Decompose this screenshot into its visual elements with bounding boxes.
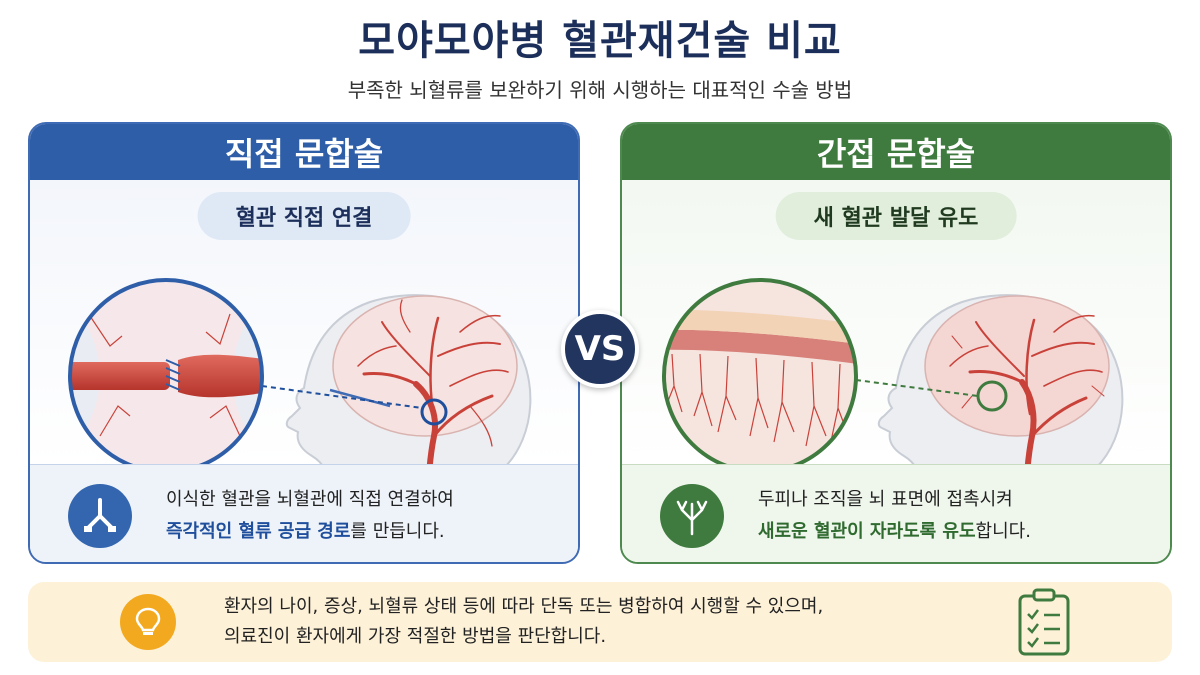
indirect-anastomosis-panel: 간접 문합술	[620, 122, 1172, 564]
panel-tag: 새 혈관 발달 유도	[775, 192, 1017, 240]
vs-badge: VS	[561, 310, 639, 388]
panel-title: 직접 문합술	[30, 124, 578, 180]
vessel-connection-icon	[68, 483, 132, 548]
description-text: 두피나 조직을 뇌 표면에 접촉시켜 새로운 혈관이 자라도록 유도합니다.	[758, 484, 1031, 548]
description-line1: 두피나 조직을 뇌 표면에 접촉시켜	[758, 488, 1013, 510]
contact-site-marker	[976, 380, 1008, 412]
checklist-icon	[1018, 588, 1070, 656]
description-highlight: 즉각적인 혈류 공급 경로	[166, 520, 351, 542]
head-silhouette	[877, 294, 1124, 507]
indirect-anastomosis-illustration	[662, 278, 1124, 509]
lightbulb-icon	[120, 594, 176, 650]
head-silhouette	[285, 294, 532, 507]
note-text: 환자의 나이, 증상, 뇌혈류 상태 등에 따라 단독 또는 병합하여 시행할 …	[224, 592, 823, 652]
panel-description: 이식한 혈관을 뇌혈관에 직접 연결하여 즉각적인 혈류 공급 경로를 만듭니다…	[30, 464, 578, 562]
panel-body: 새 혈관 발달 유도	[622, 180, 1170, 509]
description-text: 이식한 혈관을 뇌혈관에 직접 연결하여 즉각적인 혈류 공급 경로를 만듭니다…	[166, 484, 454, 548]
magnified-tissue	[664, 280, 856, 472]
graft-vessel	[329, 388, 391, 408]
direct-anastomosis-illustration	[68, 278, 532, 509]
page-title: 모야모야병 혈관재건술 비교	[358, 18, 842, 64]
page-subtitle: 부족한 뇌혈류를 보완하기 위해 시행하는 대표적인 수술 방법	[347, 78, 853, 102]
note-banner: 환자의 나이, 증상, 뇌혈류 상태 등에 따라 단독 또는 병합하여 시행할 …	[28, 582, 1172, 662]
magnified-anastomosis	[70, 280, 262, 472]
note-line1: 환자의 나이, 증상, 뇌혈류 상태 등에 따라 단독 또는 병합하여 시행할 …	[224, 596, 824, 617]
description-highlight: 새로운 혈관이 자라도록 유도	[758, 520, 976, 542]
panel-tag: 혈관 직접 연결	[197, 192, 411, 240]
panel-description: 두피나 조직을 뇌 표면에 접촉시켜 새로운 혈관이 자라도록 유도합니다.	[622, 464, 1170, 562]
tree-vessel-icon	[660, 483, 724, 548]
description-line1: 이식한 혈관을 뇌혈관에 직접 연결하여	[166, 488, 454, 510]
callout-line	[855, 379, 979, 397]
note-line2: 의료진이 환자에게 가장 적절한 방법을 판단합니다.	[224, 626, 607, 647]
description-line2: 를 만듭니다.	[350, 520, 445, 542]
panel-title: 간접 문합술	[622, 124, 1170, 180]
panel-body: 혈관 직접 연결	[30, 180, 578, 509]
anastomosis-site-marker	[420, 398, 448, 426]
direct-anastomosis-panel: 직접 문합술	[28, 122, 580, 564]
description-line2: 합니다.	[975, 520, 1031, 542]
